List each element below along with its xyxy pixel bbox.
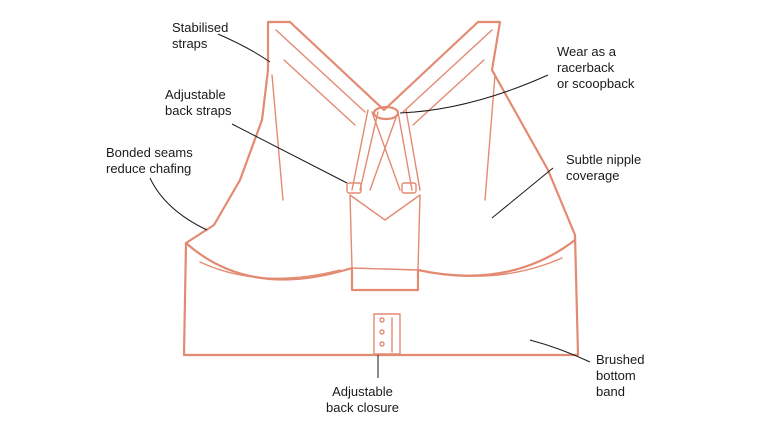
callout-subtle-nipple: Subtle nipple coverage (566, 152, 642, 183)
bra-outline (182, 20, 580, 357)
leader-bottom-band (529, 339, 591, 363)
hook-2 (379, 329, 385, 335)
center-back-panel (350, 266, 420, 292)
callout-brushed-band: Brushed bottom band (596, 352, 645, 399)
left-cup-seam (184, 241, 354, 281)
leader-nipple-coverage (491, 167, 554, 219)
callout-back-closure: Adjustable back closure (326, 384, 399, 415)
leader-wear-as (399, 74, 549, 114)
left-strap-edge (271, 29, 366, 201)
callout-bonded-seams: Bonded seams reduce chafing (106, 145, 193, 176)
callout-stabilised-straps: Stabilised straps (172, 20, 229, 51)
racerback-straps (351, 109, 421, 191)
racerback-ring (372, 105, 400, 121)
leader-adjustable-back-straps (231, 123, 348, 184)
left-cup-seam-inner (199, 261, 341, 279)
right-adjuster (401, 182, 417, 194)
back-panel-shape (349, 194, 421, 271)
right-cup-seam (416, 238, 577, 277)
right-cup-seam-inner (427, 257, 563, 277)
callout-wear-as: Wear as a racerback or scoopback (557, 44, 635, 91)
callout-adjustable-back-straps: Adjustable back straps (165, 87, 232, 118)
hook-3 (379, 341, 385, 347)
closure-panel (373, 313, 401, 355)
left-adjuster (346, 182, 362, 194)
leader-stabilised-straps (217, 33, 271, 63)
hook-1 (379, 317, 385, 323)
leader-bonded-seams (149, 177, 208, 231)
